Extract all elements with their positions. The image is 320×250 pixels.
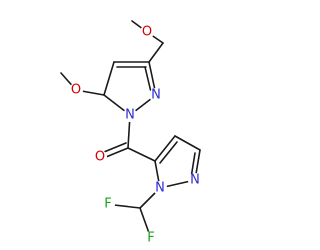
bond-c4l-c3l	[174, 135, 201, 151]
atom-o-carbonyl: O	[95, 150, 105, 165]
bond-c5l-c4l-double	[159, 141, 178, 164]
bond-carbonyl-o-double	[103, 142, 127, 153]
atom-n2-upper: N	[151, 88, 161, 103]
atom-n1-upper: N	[125, 108, 135, 123]
bond-chf2-f-right	[139, 207, 150, 234]
atom-n1-lower: N	[155, 181, 165, 196]
bond-carbonyl-c5-lower	[127, 147, 156, 162]
atom-o-methoxy: O	[71, 83, 81, 98]
atom-labels: O O N N O N N F F	[69, 25, 202, 246]
bond-chf2-f-left	[113, 204, 141, 209]
bond-n2-c3-double	[144, 66, 152, 93]
molecule-drawing: O O N N O N N F F	[60, 20, 202, 246]
bond-c5l-c4l	[154, 135, 176, 162]
bond-c4-c5	[103, 61, 115, 96]
atom-n2-lower: N	[190, 173, 200, 188]
atom-f-right: F	[147, 231, 154, 246]
bonds	[60, 20, 201, 234]
atom-f-left: F	[104, 197, 111, 212]
bond-carbonyl-o	[105, 147, 129, 158]
structure-svg: O O N N O N N F F	[60, 20, 202, 246]
atom-o-methoxymethyl: O	[142, 25, 152, 40]
bond-c3l-n2l-double	[190, 152, 196, 179]
bond-ch2-c3	[148, 42, 164, 63]
